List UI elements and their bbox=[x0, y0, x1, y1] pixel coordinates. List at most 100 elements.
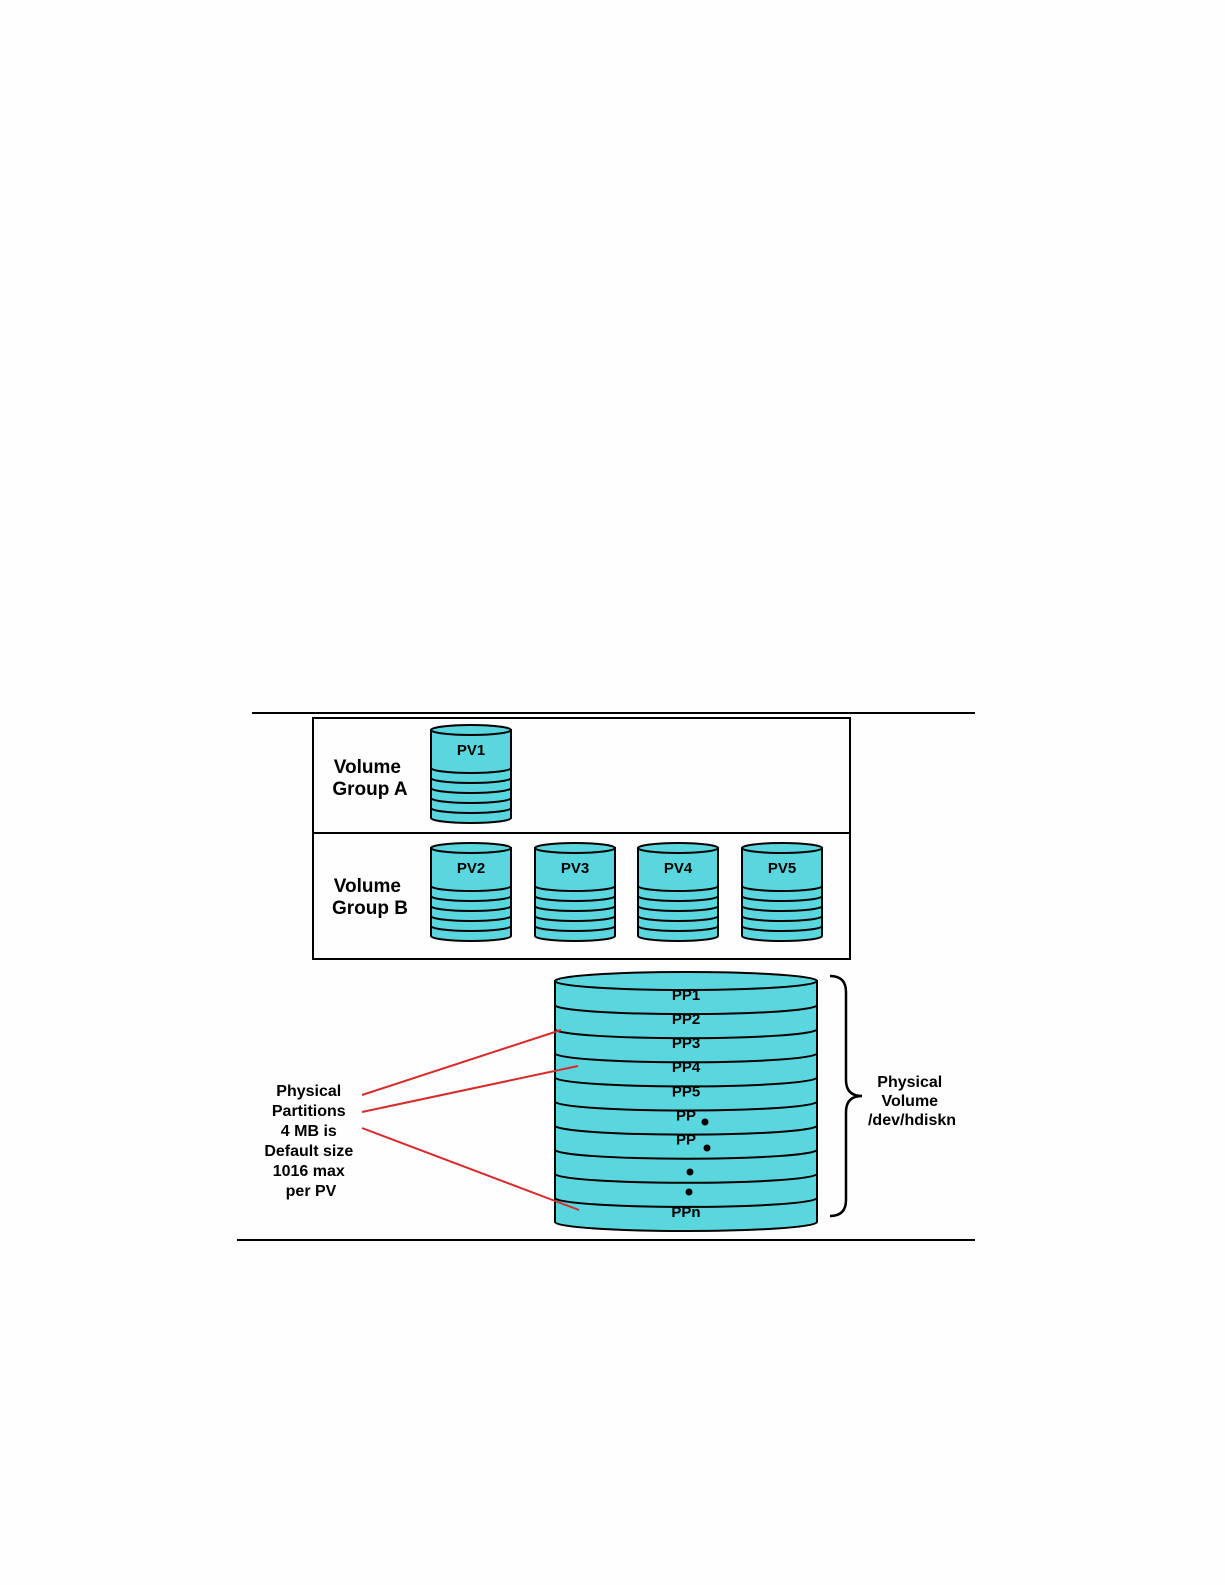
disk-band bbox=[430, 905, 512, 912]
disk-band bbox=[741, 905, 823, 912]
disk-band bbox=[534, 895, 616, 902]
disk-band bbox=[534, 925, 616, 932]
partition-label: PP bbox=[676, 1107, 696, 1124]
partition-label: PP5 bbox=[672, 1083, 700, 1100]
partition-boundary bbox=[554, 1173, 818, 1184]
disk-band bbox=[741, 895, 823, 902]
disk-band bbox=[430, 915, 512, 922]
disk-band bbox=[637, 915, 719, 922]
partition-6: PP bbox=[676, 1107, 696, 1124]
partition-note-line6: per PV bbox=[286, 1183, 337, 1200]
disk-label-pv4: PV4 bbox=[664, 860, 693, 877]
disk-band bbox=[637, 885, 719, 892]
partition-label: PP2 bbox=[672, 1011, 700, 1028]
partition-boundary bbox=[554, 1125, 818, 1136]
volume-group-b-label: Volume Group B bbox=[332, 876, 408, 919]
disk-band bbox=[741, 925, 823, 932]
disk-pv1: PV1 bbox=[430, 724, 512, 824]
disk-band bbox=[637, 925, 719, 932]
disk-body bbox=[430, 729, 512, 824]
physical-volume-label: Physical Volume /dev/hdiskn bbox=[868, 1074, 956, 1129]
disk-label-pv2: PV2 bbox=[457, 860, 485, 877]
partition-boundary bbox=[554, 1197, 818, 1208]
disk-label-pv1: PV1 bbox=[457, 742, 485, 759]
disk-pv5: PV5 bbox=[741, 842, 823, 942]
cylinder-top bbox=[554, 971, 818, 991]
volume-group-a-line2: Group A bbox=[332, 779, 408, 800]
disk-band bbox=[430, 925, 512, 932]
disk-band bbox=[534, 905, 616, 912]
disk-body bbox=[637, 847, 719, 942]
disk-band bbox=[430, 885, 512, 892]
physical-volume-label-line3: /dev/hdiskn bbox=[868, 1112, 956, 1129]
disk-label-pv3: PV3 bbox=[561, 860, 589, 877]
partition-boundary bbox=[554, 1149, 818, 1160]
disk-pv4: PV4 bbox=[637, 842, 719, 942]
partition-boundary bbox=[554, 1052, 818, 1064]
disk-band bbox=[534, 915, 616, 922]
disk-top bbox=[741, 842, 823, 854]
partition-label: PP1 bbox=[672, 987, 700, 1004]
partition-4: PP4 bbox=[672, 1059, 701, 1076]
disk-band bbox=[637, 905, 719, 912]
callout-line-ppn bbox=[361, 1127, 580, 1211]
partition-1: PP1 bbox=[672, 987, 700, 1004]
ellipsis-dot bbox=[685, 1188, 693, 1196]
partition-10: PPn bbox=[671, 1204, 700, 1221]
partition-5: PP5 bbox=[672, 1083, 700, 1100]
disk-top bbox=[534, 842, 616, 854]
disk-band bbox=[741, 915, 823, 922]
callout-line-pp3 bbox=[361, 1029, 562, 1096]
volume-group-a-label: Volume Group A bbox=[332, 757, 408, 800]
disk-body bbox=[741, 847, 823, 942]
partition-boundary bbox=[554, 1076, 818, 1088]
partition-boundary bbox=[554, 1101, 818, 1112]
partition-label: PP3 bbox=[672, 1035, 700, 1052]
disk-band bbox=[534, 885, 616, 892]
partition-note-line1: Physical bbox=[276, 1083, 341, 1100]
volume-group-b-line1: Volume bbox=[334, 876, 401, 897]
partition-label: PPn bbox=[671, 1204, 700, 1221]
partition-note: Physical Partitions 4 MB is Default size… bbox=[264, 1083, 357, 1200]
ellipsis-dot bbox=[701, 1118, 709, 1126]
partition-note-line3: 4 MB is bbox=[281, 1123, 337, 1140]
callout-line-pp4 bbox=[361, 1065, 579, 1113]
disk-top bbox=[430, 724, 512, 736]
disk-band bbox=[430, 807, 512, 814]
disk-band bbox=[430, 777, 512, 784]
partition-7: PP bbox=[676, 1132, 696, 1149]
volume-groups-frame bbox=[312, 717, 851, 960]
partition-3: PP3 bbox=[672, 1035, 700, 1052]
physical-volume-label-line1: Physical bbox=[877, 1074, 942, 1091]
disk-band bbox=[430, 895, 512, 902]
disk-body bbox=[534, 847, 616, 942]
disk-top bbox=[637, 842, 719, 854]
partition-boundary bbox=[554, 1004, 818, 1016]
disk-band bbox=[741, 885, 823, 892]
ellipsis-dot bbox=[703, 1144, 711, 1152]
partition-label: PP bbox=[676, 1132, 696, 1149]
disk-body bbox=[430, 847, 512, 942]
disk-band bbox=[430, 797, 512, 804]
partition-note-line2: Partitions bbox=[272, 1103, 346, 1120]
partition-note-line5: 1016 max bbox=[273, 1163, 345, 1180]
volume-group-b-line2: Group B bbox=[332, 898, 408, 919]
partition-callout-lines bbox=[361, 1029, 580, 1211]
cylinder-body bbox=[554, 980, 818, 1232]
partition-boundary bbox=[554, 1028, 818, 1040]
disk-top bbox=[430, 842, 512, 854]
disk-band bbox=[637, 895, 719, 902]
disk-label-pv5: PV5 bbox=[768, 860, 796, 877]
ellipsis-dot bbox=[686, 1168, 694, 1176]
volume-group-a-line1: Volume bbox=[334, 757, 401, 778]
physical-volume-brace bbox=[829, 974, 863, 1218]
partition-2: PP2 bbox=[672, 1011, 700, 1028]
partition-label: PP4 bbox=[672, 1059, 701, 1076]
disk-band bbox=[430, 787, 512, 794]
disk-pv3: PV3 bbox=[534, 842, 616, 942]
partition-note-line4: Default size bbox=[264, 1143, 353, 1160]
disk-pv2: PV2 bbox=[430, 842, 512, 942]
